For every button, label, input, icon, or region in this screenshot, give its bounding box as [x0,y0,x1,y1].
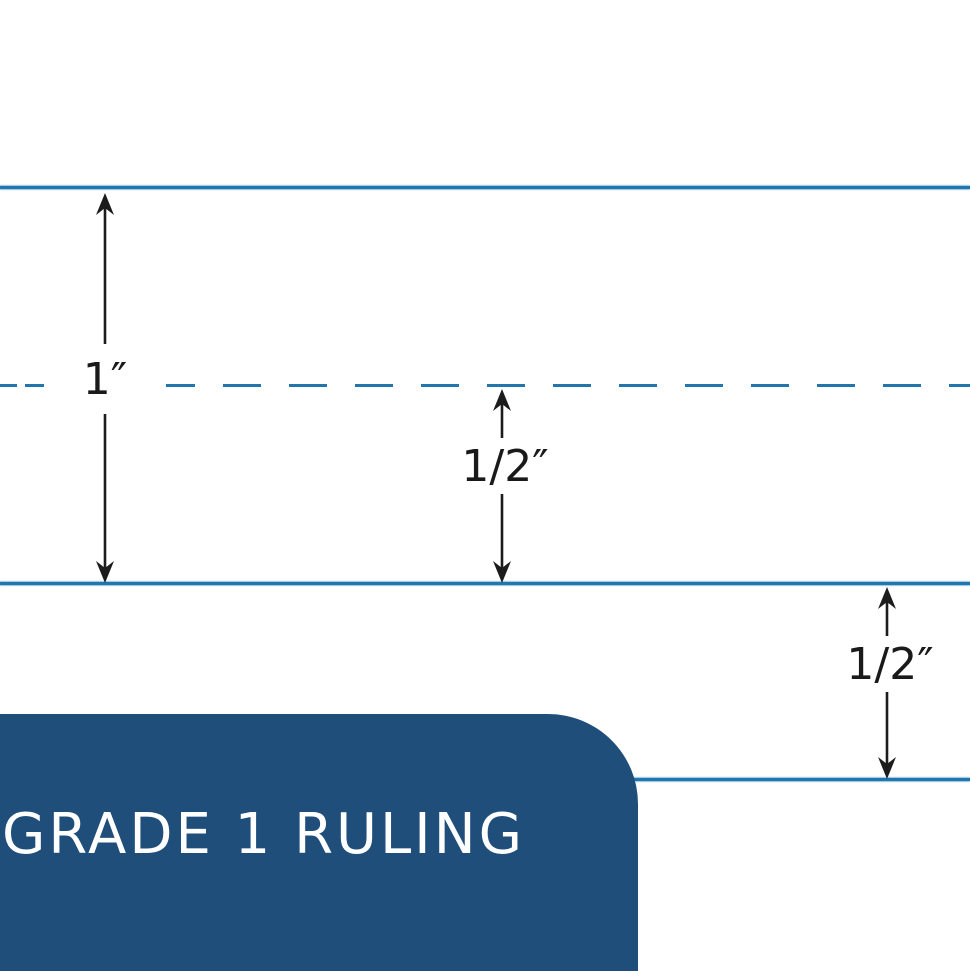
dimension-label-half-inch-top: 1/2″ [445,438,565,494]
dimension-label-full-inch: 1″ [44,344,166,414]
ruled-line-dashed-midline [0,384,970,387]
ruled-line-second [0,582,970,585]
ruling-grade-badge: GRADE 1 RULING [0,714,638,971]
dimension-label-half-inch-bottom: 1/2″ [830,636,950,692]
ruled-line-top [0,186,970,189]
badge-label: GRADE 1 RULING [2,802,525,867]
